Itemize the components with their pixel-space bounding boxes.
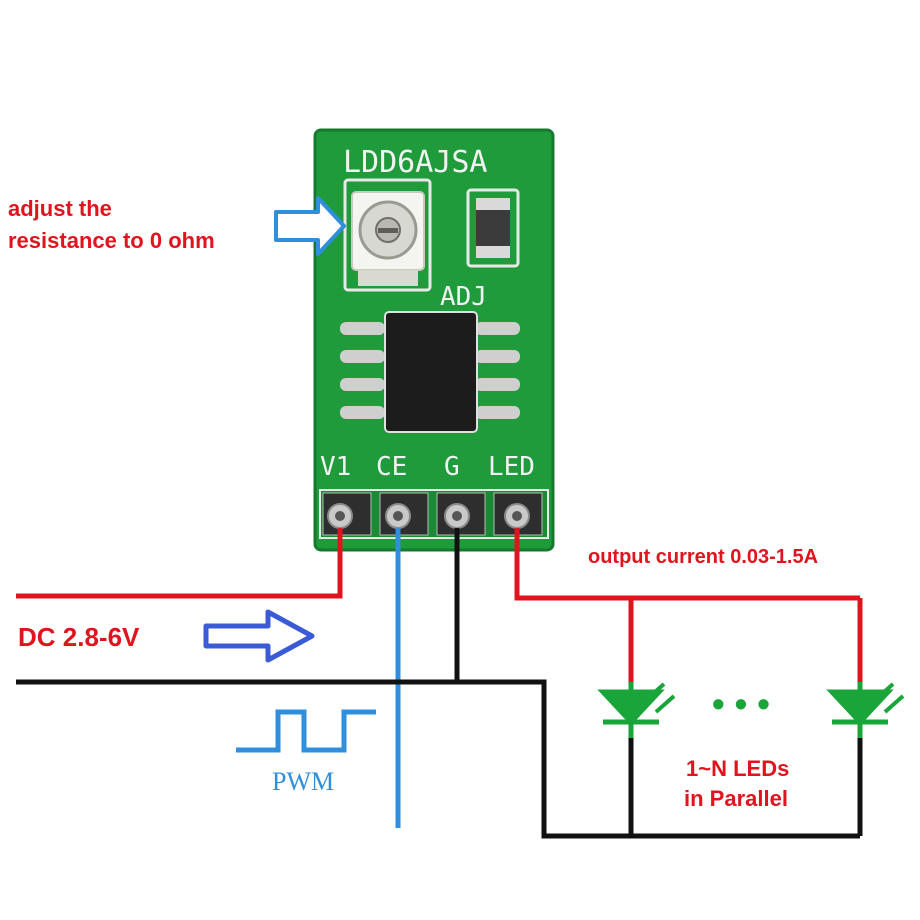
adjust-label-line2: resistance to 0 ohm	[8, 228, 215, 253]
pin-label-v1: V1	[320, 452, 351, 482]
dc-input-arrow-icon	[203, 609, 315, 663]
pin-label-g: G	[444, 452, 460, 482]
led-icon	[826, 682, 905, 738]
dc-input-label: DC 2.8-6V	[18, 622, 140, 652]
pin-header	[319, 489, 549, 539]
ic-chip	[340, 311, 520, 433]
adjust-arrow-icon	[274, 196, 346, 256]
pin-label-ce: CE	[376, 452, 407, 482]
board-model-label: LDD6AJSA	[343, 145, 488, 180]
wire-v1-positive	[16, 528, 343, 599]
pwm-label: PWM	[272, 767, 334, 796]
trimmer-potentiometer	[343, 178, 432, 292]
led-icon	[597, 682, 676, 738]
smd-resistor	[466, 188, 520, 268]
wire-ground-main	[16, 679, 860, 839]
output-current-label: output current 0.03-1.5A	[588, 546, 818, 568]
leds-label-line2: in Parallel	[684, 786, 788, 811]
pin-label-led: LED	[488, 452, 535, 482]
pcb-board: LDD6AJSA ADJ	[313, 128, 555, 552]
led-ellipsis: • • •	[712, 683, 770, 724]
adjust-label-line1: adjust the	[8, 196, 112, 221]
pwm-waveform-icon	[236, 709, 376, 753]
adj-label: ADJ	[440, 282, 487, 312]
wire-led-output	[514, 528, 860, 601]
leds-label-line1: 1~N LEDs	[686, 756, 789, 781]
